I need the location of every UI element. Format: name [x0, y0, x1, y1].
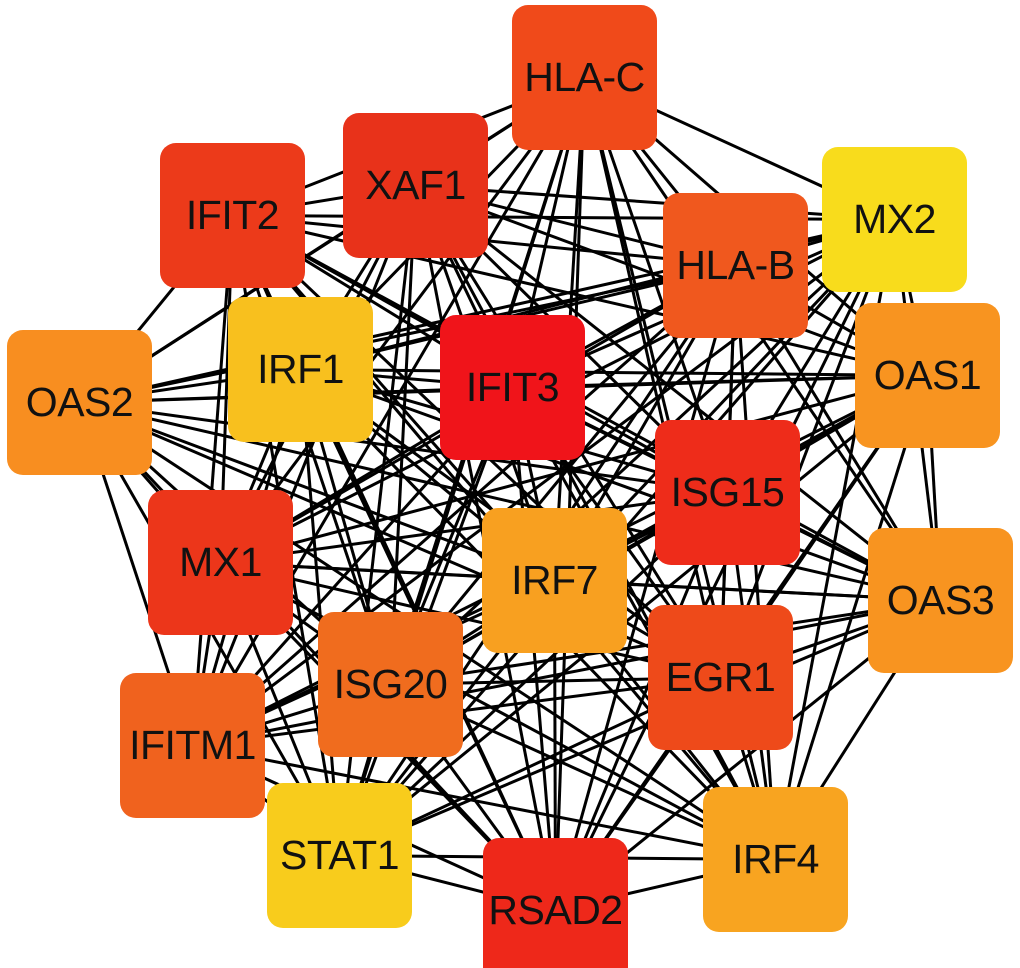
node-label: OAS3: [886, 577, 995, 623]
node-mx2[interactable]: MX2: [822, 147, 967, 292]
edge-oas3-stat1: [338, 599, 942, 857]
edge-mx2-egr1: [719, 218, 896, 679]
node-label: OAS2: [25, 379, 134, 425]
node-label: IRF7: [511, 557, 598, 603]
edge-irf1-oas1: [300, 368, 928, 377]
edge-oas2-rsad2: [78, 401, 557, 912]
node-ifit2[interactable]: IFIT2: [160, 143, 305, 288]
node-label: ISG20: [333, 661, 448, 707]
node-isg20[interactable]: ISG20: [318, 612, 463, 757]
node-rsad2[interactable]: RSAD2: [483, 838, 628, 968]
node-label: OAS1: [873, 352, 982, 398]
edge-irf1-oas3: [299, 368, 942, 602]
node-isg15[interactable]: ISG15: [655, 420, 800, 565]
node-label: RSAD2: [488, 887, 623, 933]
edge-hla-c-egr1: [583, 77, 722, 678]
node-label: IFIT2: [185, 192, 280, 238]
node-stat1[interactable]: STAT1: [267, 783, 412, 928]
edge-xaf1-mx2: [415, 184, 895, 221]
node-ifitm1[interactable]: IFITM1: [120, 673, 265, 818]
node-oas3[interactable]: OAS3: [868, 528, 1013, 673]
node-xaf1[interactable]: XAF1: [343, 113, 488, 258]
node-label: IFIT3: [465, 364, 560, 410]
node-label: HLA-C: [524, 54, 645, 100]
node-ifit3[interactable]: IFIT3: [440, 315, 585, 460]
node-irf4[interactable]: IRF4: [703, 787, 848, 932]
edge-oas2-irf7: [78, 401, 556, 582]
node-oas2[interactable]: OAS2: [7, 330, 152, 475]
node-hla-c[interactable]: HLA-C: [512, 5, 657, 150]
node-irf7[interactable]: IRF7: [482, 508, 627, 653]
edge-oas1-mx1: [220, 374, 928, 564]
edge-ifit2-isg20: [231, 215, 392, 685]
edge-ifitm1-irf4: [192, 744, 776, 861]
node-label: IRF1: [257, 346, 344, 392]
node-label: STAT1: [280, 832, 400, 878]
edge-mx1-irf4: [219, 561, 777, 861]
node-mx1[interactable]: MX1: [148, 490, 293, 635]
node-label: MX2: [853, 196, 936, 242]
node-label: IRF4: [732, 836, 819, 882]
node-label: XAF1: [365, 162, 466, 208]
edge-isg15-mx1: [220, 491, 728, 564]
edge-ifit3-irf4: [511, 386, 777, 861]
node-label: ISG15: [670, 469, 785, 515]
node-label: MX1: [179, 539, 262, 585]
node-hla-b[interactable]: HLA-B: [663, 193, 808, 338]
edge-xaf1-oas3: [414, 184, 942, 602]
edge-xaf1-ifitm1: [191, 184, 417, 747]
edge-oas1-stat1: [338, 374, 929, 857]
node-oas1[interactable]: OAS1: [855, 303, 1000, 448]
edge-ifit2-ifitm1: [191, 215, 234, 746]
node-irf1[interactable]: IRF1: [228, 297, 373, 442]
node-label: EGR1: [665, 654, 776, 700]
node-egr1[interactable]: EGR1: [648, 605, 793, 750]
edge-hla-b-oas2: [79, 264, 736, 404]
edge-oas3-ifitm1: [192, 599, 941, 747]
node-label: IFITM1: [129, 722, 256, 768]
edge-ifit2-oas3: [231, 214, 942, 602]
edge-oas2-isg15: [79, 401, 728, 494]
node-label: HLA-B: [676, 242, 795, 288]
